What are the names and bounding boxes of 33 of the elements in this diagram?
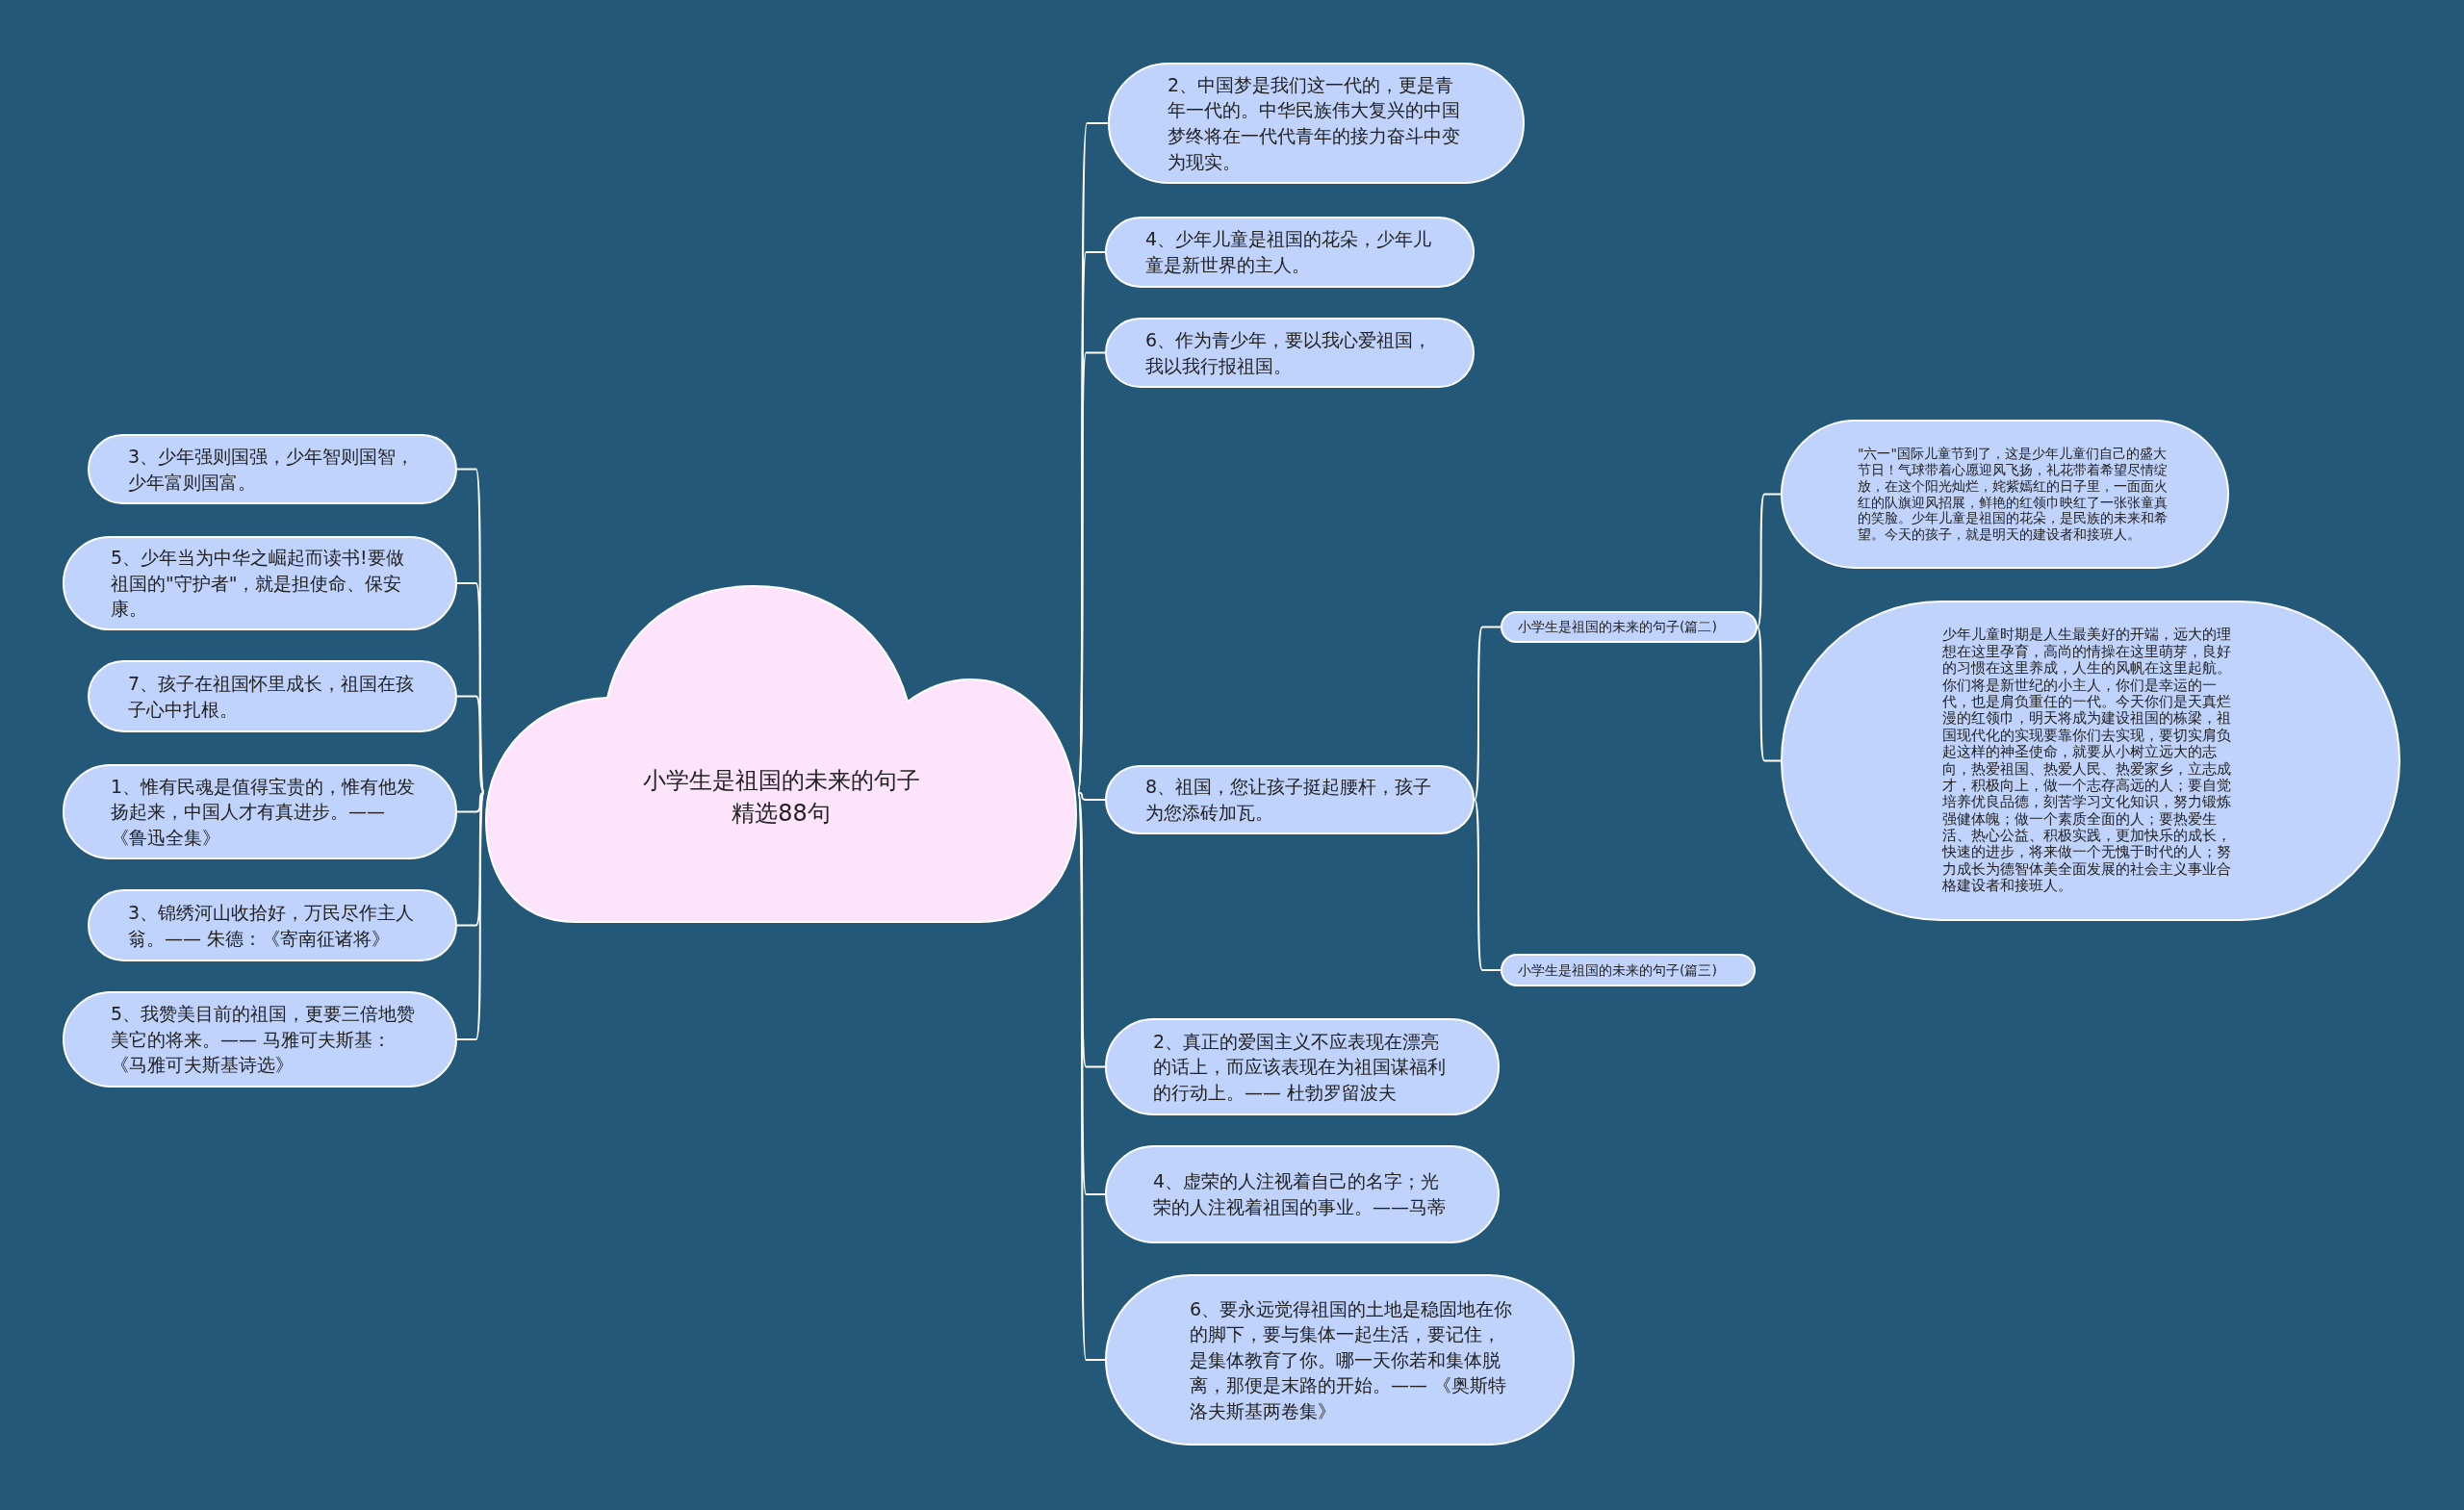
connector-line xyxy=(456,791,485,813)
topic-text: 6、要永远觉得祖国的土地是稳固地在你的脚下，要与集体一起生活，要记住，是集体教育了你。哪一天你若和集体脱离，那便是末路的开始。—— 《奥斯特洛夫斯基两卷集》 xyxy=(1190,1296,1514,1423)
topic-text: 小学生是祖国的未来的句子(篇二) xyxy=(1518,619,1717,635)
topic-text: 4、虚荣的人注视着自己的名字；光荣的人注视着祖国的事业。——马蒂 xyxy=(1153,1169,1447,1219)
topic-box xyxy=(1105,765,1475,834)
topic-text: 1、惟有民魂是值得宝贵的，惟有他发扬起来，中国人才有真进步。——《鲁迅全集》 xyxy=(111,774,417,850)
topic-text: 小学生是祖国的未来的句子(篇三) xyxy=(1518,961,1717,979)
topic-text: 6、作为青少年，要以我心爱祖国，我以我行报祖国。 xyxy=(1145,327,1433,378)
connector-line xyxy=(1077,791,1106,1361)
connector-line xyxy=(456,791,485,1040)
topic-text: 3、少年强则国强，少年智则国智，少年富则国富。 xyxy=(128,444,416,495)
topic-text: 2、真正的爱国主义不应表现在漂亮的话上，而应该表现在为祖国谋福利的行动上。—— 杜勃罗留波夫 xyxy=(1153,1029,1447,1105)
topic-text: "六一"国际儿童节到了，这是少年儿童们自己的盛大节日！气球带着心愿迎风飞扬，礼花带着希望尽情绽放，在这个阳光灿烂，姹紫嫣红的日子里，一面面火红的队旗迎风招展，鲜艳的红领巾映红了一张张童真的笑脸。少年儿童是祖国的花朵，是民族的未来和希望。今天的孩子，就是明天的建设者和接班人。 xyxy=(1858,446,2169,543)
connector-line xyxy=(1077,791,1106,801)
topic-text: 5、我赞美目前的祖国，更要三倍地赞美它的将来。—— 马雅可夫斯基：《马雅可夫斯基诗选》 xyxy=(111,1002,417,1078)
central-topic-cloud xyxy=(484,584,1078,924)
topic-text: 3、锦绣河山收拾好，万民尽作主人翁。—— 朱德：《寄南征诸将》 xyxy=(128,900,416,951)
topic-text: 8、祖国，您让孩子挺起腰杆，孩子为您添砖加瓦。 xyxy=(1145,775,1433,825)
topic-box xyxy=(1501,611,1758,643)
topic-text: 5、少年当为中华之崛起而读书!要做祖国的"守护者"，就是担使命、保安康。 xyxy=(111,546,405,622)
topic-text: 2、中国梦是我们这一代的，更是青年一代的。中华民族伟大复兴的中国梦终将在一代代青年的接力奋斗中变为现实。 xyxy=(1168,72,1461,174)
connector-line xyxy=(456,695,485,794)
topic-box xyxy=(1501,954,1756,986)
topic-text: 7、孩子在祖国怀里成长，祖国在孩子心中扎根。 xyxy=(128,671,416,722)
connector-line xyxy=(456,791,485,927)
connector-line xyxy=(1077,351,1106,794)
connector-line xyxy=(1757,626,1782,762)
connector-line xyxy=(456,468,485,794)
connector-line xyxy=(1757,493,1782,628)
central-topic-text: 小学生是祖国的未来的句子精选88句 xyxy=(641,765,921,829)
topic-text: 4、少年儿童是祖国的花朵，少年儿童是新世界的主人。 xyxy=(1145,227,1433,277)
topic-text: 少年儿童时期是人生最美好的开端，远大的理想在这里孕育，高尚的情操在这里萌芽，良好的习惯在这里养成，人生的风帆在这里起航。你们将是新世纪的小主人，你们是幸运的一代，也是肩负重任的一代。今天你们是天真烂漫的红领巾，明天将成为建设祖国的栋梁，祖国现代化的实现要靠你们去实现，要切实肩负起这样的神圣使命，就要从小树立远大的志向，热爱祖国、热爱人民、热爱家乡，立志成才，积极向上，做一个志存高远的人；要自觉培养优良品德，刻苦学习文化知识，努力锻炼强健体魄；做一个素质全面的人；要热爱生活、热心公益、积极实践，更加快乐的成长，快速的进步，将来做一个无愧于时代的人；努力成长为德智体美全面发展的社会主义事业合格建设者和接班人。 xyxy=(1942,627,2232,895)
connector-line xyxy=(1077,791,1106,1068)
